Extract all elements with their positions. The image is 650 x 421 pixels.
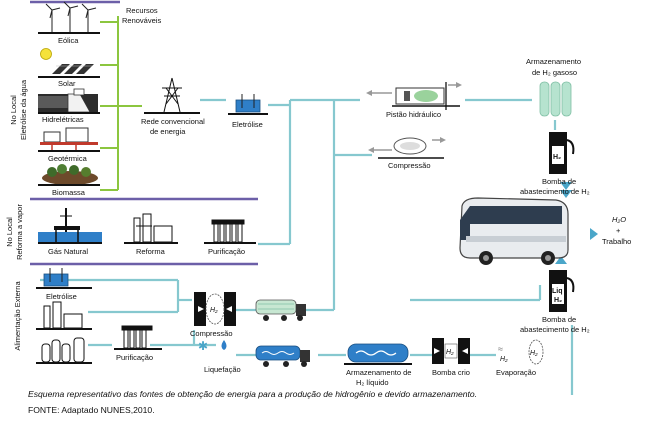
h2o-label: H₂O (612, 215, 626, 224)
compressao-ext-label: Compressão (190, 329, 233, 338)
fuel-pump-2-icon: Liq H₂ (549, 270, 575, 312)
pistao-label: Pistão hidráulico (386, 110, 441, 119)
evaporation-icon: ≈ H₂ H₂ (498, 339, 544, 365)
rede-label-1: Rede convencional (141, 117, 205, 126)
recursos-label-1: Recursos (126, 6, 158, 15)
pump2-liq-text: Liq (552, 288, 563, 295)
gas-truck-icon (255, 299, 306, 321)
side-label-local-eletrolise-1: No Local (9, 95, 18, 125)
rede-label-2: de energia (150, 127, 186, 136)
liquid-storage-tank-icon (347, 343, 409, 363)
teal-flow-lines (40, 98, 574, 395)
reformer-plant-icon (133, 213, 173, 243)
armazenamento-gasoso-label-1: Armazenamento (526, 57, 581, 66)
eletrolise-ext-label: Eletrólise (46, 292, 77, 301)
electrolysis-tank-icon (235, 94, 261, 113)
side-label-externa: Alimentação Externa (13, 281, 22, 351)
purificacao-ext-label: Purificação (116, 353, 153, 362)
wind-turbines-icon (45, 1, 97, 32)
solar-panels-icon (40, 48, 94, 74)
liquefacao-label: Liquefação (204, 365, 241, 374)
biomass-icon (42, 164, 98, 185)
liquefaction-icon: ✱ (198, 339, 227, 353)
plus-label: + (616, 226, 621, 235)
evaporacao-label: Evaporação (496, 368, 536, 377)
external-gas-plant-icon (41, 337, 85, 363)
side-label-local-reforma-1: No Local (5, 217, 14, 247)
recursos-label-2: Renováveis (122, 16, 161, 25)
purificacao-label: Purificação (208, 247, 245, 256)
wave-icon: ≈ (498, 344, 503, 354)
compressor-icon (368, 137, 446, 155)
pump2-h2-text: H₂ (554, 297, 562, 304)
hidreletricas-label: Hidrelétricas (42, 115, 84, 124)
figure-caption: Esquema representativo das fontes de obt… (28, 389, 478, 399)
gas-natural-label: Gás Natural (48, 247, 88, 256)
oil-platform-icon (38, 208, 102, 242)
armazenamento-gasoso-label-2: de H₂ gasoso (532, 68, 577, 77)
external-electrolysis-icon (43, 268, 69, 287)
external-reformer-icon (43, 301, 83, 329)
external-compressor-icon: H₂ (194, 292, 236, 326)
eletrolise-label: Eletrólise (232, 120, 263, 129)
compressao-label: Compressão (388, 161, 431, 170)
fuel-pump-1-icon: H₂ (549, 132, 575, 174)
solar-label: Solar (58, 79, 76, 88)
reforma-label: Reforma (136, 247, 166, 256)
bomba1-label-2: abastecimento de H₂ (520, 187, 590, 196)
renewables-bracket (100, 16, 142, 191)
hydraulic-piston-icon (366, 82, 462, 110)
liquid-truck-icon (255, 345, 310, 367)
compressor-h2-text: H₂ (210, 307, 218, 314)
purifier-icon (211, 219, 245, 243)
geothermal-icon (40, 127, 98, 150)
pump1-h2-text: H₂ (553, 154, 561, 161)
bus-icon (459, 197, 569, 265)
cryo-pump-icon: H₂ (432, 338, 470, 364)
geotermica-label: Geotérmica (48, 154, 88, 163)
eolica-label: Eólica (58, 36, 79, 45)
power-tower-icon (162, 77, 182, 113)
evap-h2-bubble-text: H₂ (530, 350, 538, 357)
bomba2-label-2: abastecimento de H₂ (520, 325, 590, 334)
dam-icon (38, 88, 98, 113)
armazenamento-liquido-label-1: Armazenamento de (346, 368, 411, 377)
external-purifier-icon (121, 325, 153, 349)
trabalho-label: Trabalho (602, 237, 631, 246)
cryo-h2-text: H₂ (446, 349, 454, 356)
bomba-crio-label: Bomba crio (432, 368, 470, 377)
side-label-local-reforma-2: Reforma a vapor (15, 204, 24, 260)
side-label-local-eletrolise-2: Eletrólise da água (19, 79, 28, 140)
biomassa-label: Biomassa (52, 188, 86, 197)
evap-h2-text: H₂ (500, 356, 508, 363)
bomba2-label-1: Bomba de (542, 315, 576, 324)
snowflake-icon: ✱ (198, 339, 208, 353)
figure-source: FONTE: Adaptado NUNES,2010. (28, 405, 155, 415)
armazenamento-liquido-label-2: H₂ líquido (356, 378, 389, 387)
bomba1-label-1: Bomba de (542, 177, 576, 186)
gas-cylinders-icon (539, 81, 572, 117)
